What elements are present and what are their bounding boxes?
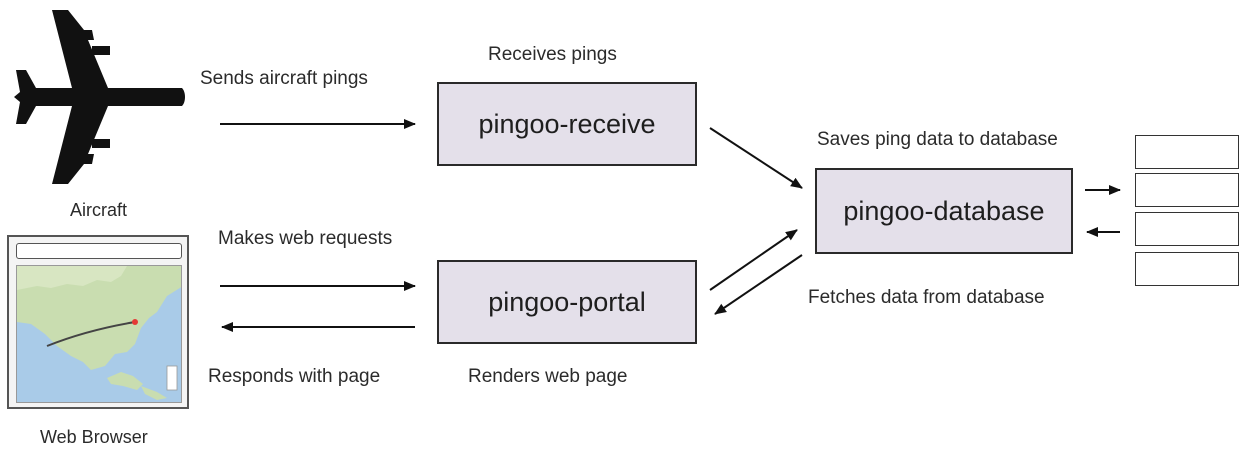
- aircraft-label: Aircraft: [70, 200, 128, 220]
- edge-label-sends-pings: Sends aircraft pings: [200, 68, 368, 89]
- map-icon: [16, 265, 182, 403]
- disk-3: [1135, 212, 1239, 246]
- pingoo-portal-label: pingoo-portal: [488, 286, 646, 317]
- disk-4: [1135, 252, 1239, 286]
- pingoo-receive-label: pingoo-receive: [478, 108, 656, 139]
- portal-caption: Renders web page: [468, 366, 628, 387]
- disk-2: [1135, 173, 1239, 207]
- pingoo-database-label: pingoo-database: [843, 195, 1045, 226]
- edge-label-web-requests: Makes web requests: [218, 228, 393, 249]
- pingoo-receive-box: pingoo-receive: [437, 82, 697, 166]
- arrow-receive-to-database: [709, 127, 803, 189]
- pingoo-portal-box: pingoo-portal: [437, 260, 697, 344]
- web-browser-label: Web Browser: [40, 427, 148, 447]
- pingoo-database-box: pingoo-database: [815, 168, 1073, 254]
- receive-caption: Receives pings: [488, 44, 617, 65]
- arrow-portal-to-database: [709, 229, 798, 291]
- url-bar: [16, 243, 182, 259]
- arrow-database-to-portal: [714, 254, 803, 315]
- edge-label-saves: Saves ping data to database: [817, 129, 1058, 150]
- disk-1: [1135, 135, 1239, 169]
- web-browser-icon: [7, 235, 189, 409]
- airplane-icon: [14, 10, 185, 184]
- edge-label-responds: Responds with page: [208, 366, 381, 387]
- edge-label-fetches: Fetches data from database: [808, 287, 1045, 308]
